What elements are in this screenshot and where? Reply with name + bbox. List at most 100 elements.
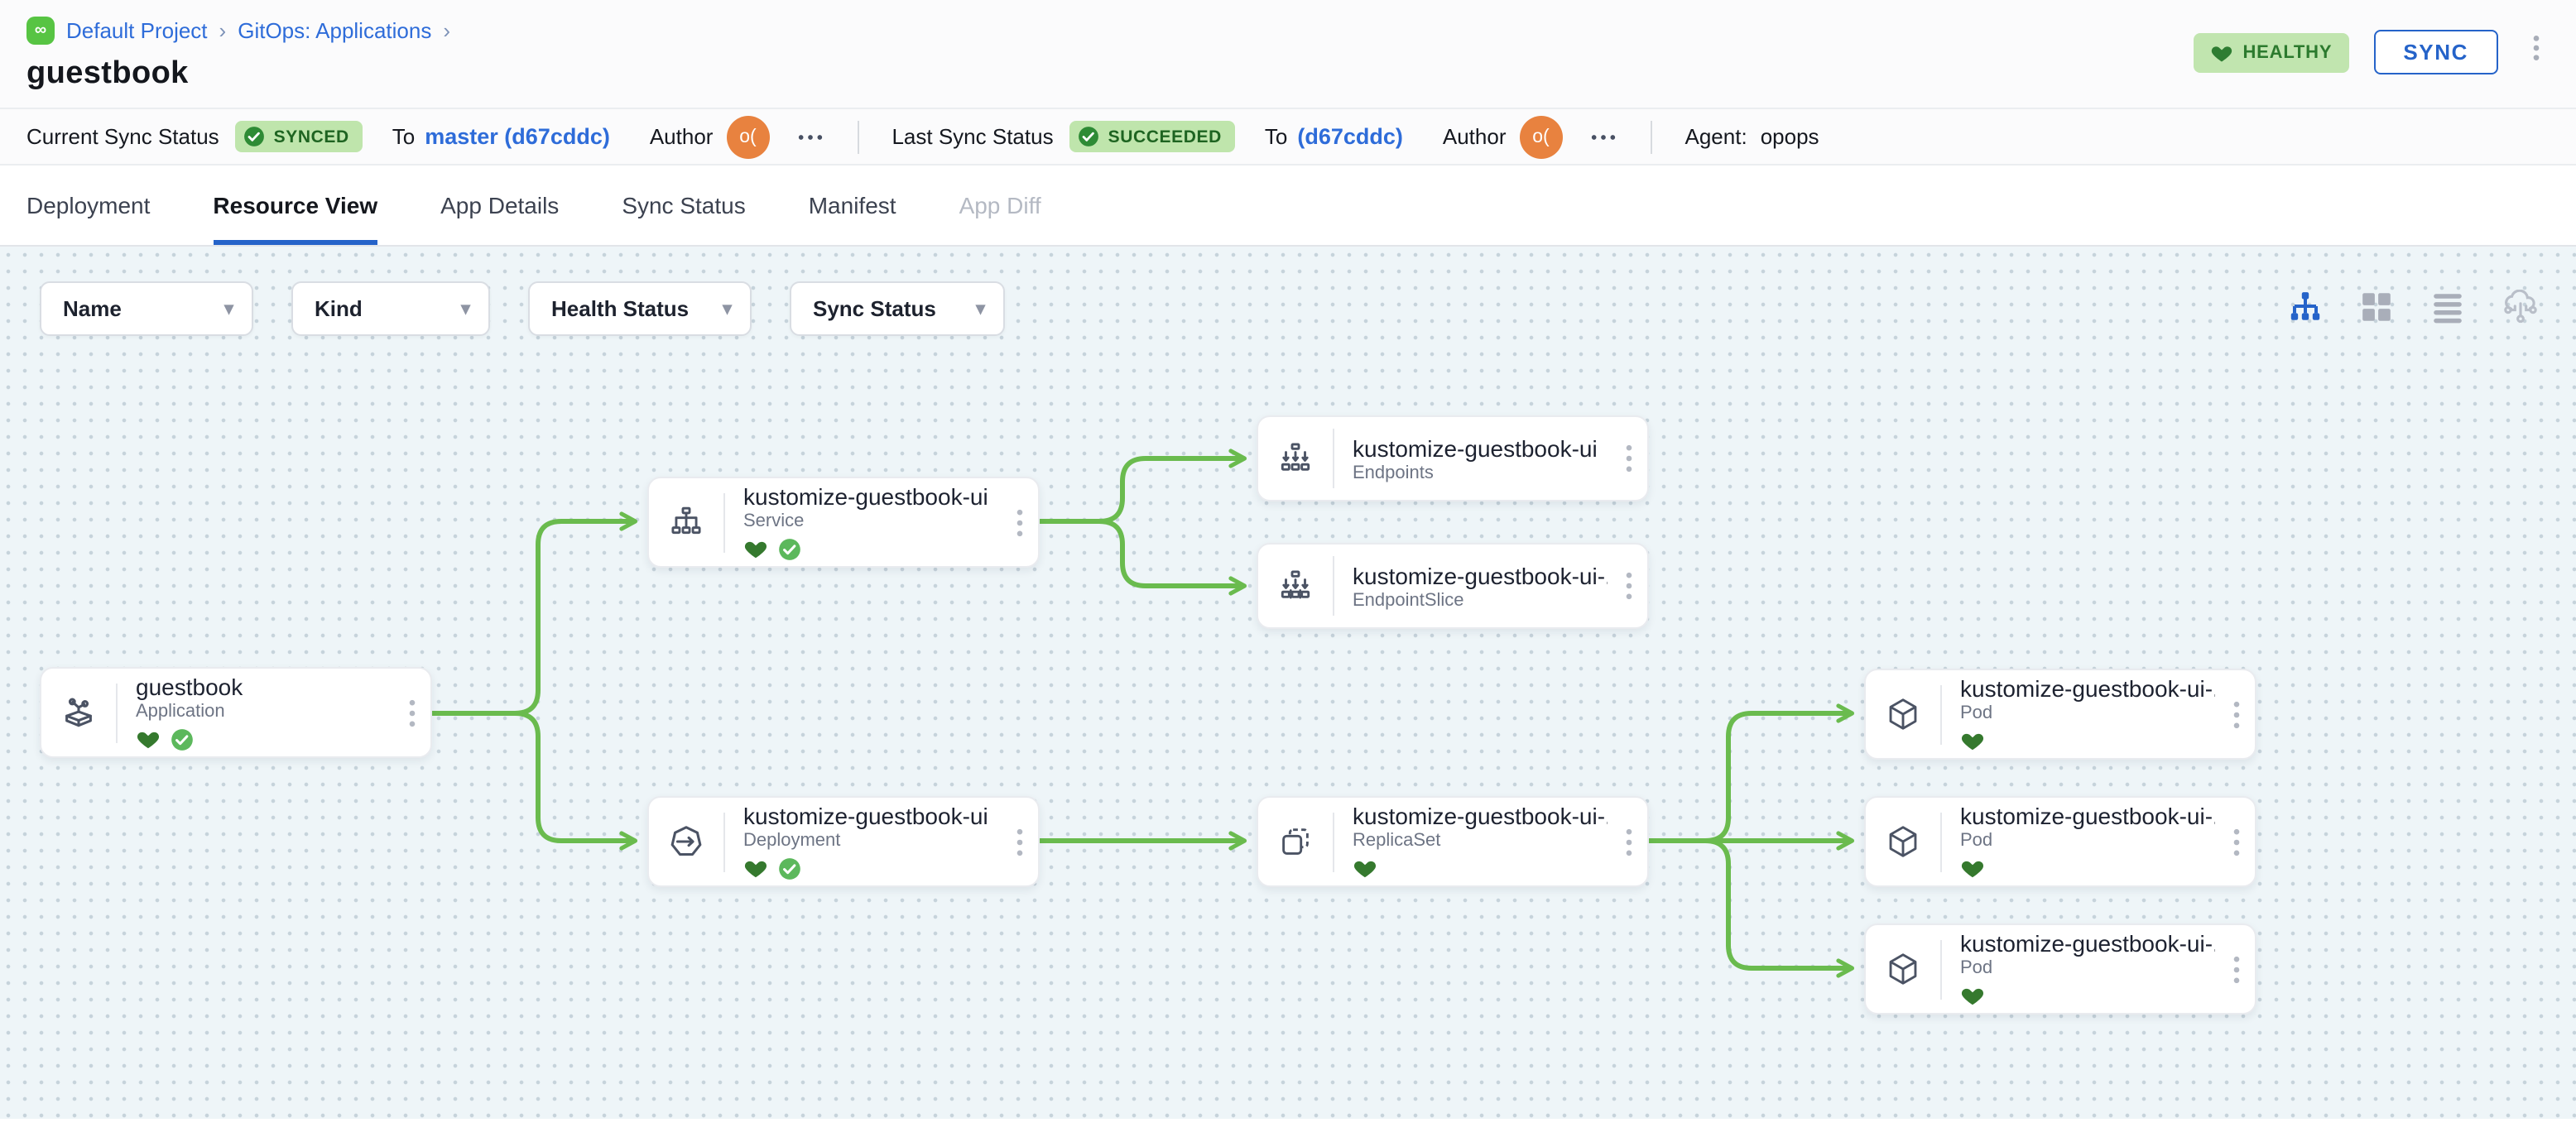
- node-endpoints[interactable]: kustomize-guestbook-ui Endpoints: [1257, 415, 1649, 501]
- cloud-view-icon[interactable]: [2502, 290, 2540, 324]
- healthy-heart-icon: [744, 541, 767, 559]
- node-kebab-icon[interactable]: [394, 694, 430, 731]
- healthy-heart-icon: [1961, 988, 1984, 1005]
- node-status-icons: [1960, 856, 2215, 880]
- node-status-icons: [743, 536, 998, 561]
- filter-kind[interactable]: Kind ▾: [291, 281, 490, 336]
- node-body: kustomize-guestbook-ui Service: [725, 483, 1002, 561]
- check-circle-icon: [244, 127, 265, 146]
- node-endpointslice[interactable]: kustomize-guestbook-ui-... EndpointSlice: [1257, 543, 1649, 629]
- node-replicaset[interactable]: kustomize-guestbook-ui-... ReplicaSet: [1257, 796, 1649, 887]
- node-kebab-icon[interactable]: [2218, 951, 2255, 987]
- node-kebab-icon[interactable]: [1611, 568, 1647, 604]
- node-body: kustomize-guestbook-ui-... Pod: [1942, 675, 2218, 753]
- health-status-badge: HEALTHY: [2193, 32, 2349, 72]
- node-title: kustomize-guestbook-ui-...: [1960, 803, 2215, 829]
- node-kebab-icon[interactable]: [1002, 504, 1038, 540]
- tab-manifest[interactable]: Manifest: [808, 192, 896, 218]
- breadcrumb: ∞ Default Project › GitOps: Applications…: [26, 17, 450, 45]
- node-kind: ReplicaSet: [1353, 831, 1441, 851]
- author-label: Author: [1442, 124, 1507, 149]
- header-kebab-icon[interactable]: [2523, 31, 2550, 73]
- header-left: ∞ Default Project › GitOps: Applications…: [26, 17, 450, 93]
- view-mode-toggles: [2288, 290, 2540, 324]
- node-kind: Pod: [1960, 958, 1993, 978]
- node-body: kustomize-guestbook-ui-... Pod: [1942, 803, 2218, 880]
- tab-deployment[interactable]: Deployment: [26, 192, 151, 218]
- more-options-icon[interactable]: [1589, 127, 1617, 146]
- node-application-guestbook[interactable]: guestbook Application: [40, 667, 432, 758]
- node-status-icons: [1960, 983, 2215, 1008]
- filter-bar: Name ▾ Kind ▾ Health Status ▾ Sync Statu…: [40, 281, 1005, 336]
- filter-health-status-label: Health Status: [551, 296, 690, 321]
- filter-sync-status-label: Sync Status: [813, 296, 936, 321]
- breadcrumb-section-link[interactable]: GitOps: Applications: [238, 18, 432, 43]
- node-kebab-icon[interactable]: [1611, 440, 1647, 477]
- header-actions: HEALTHY SYNC: [2193, 30, 2550, 74]
- more-options-icon[interactable]: [795, 127, 824, 146]
- synced-badge: SYNCED: [235, 121, 363, 152]
- tab-sync-status[interactable]: Sync Status: [622, 192, 746, 218]
- author-avatar: o(: [726, 115, 770, 158]
- author-avatar: o(: [1519, 115, 1563, 158]
- synced-check-icon: [171, 728, 193, 750]
- node-title: kustomize-guestbook-ui-...: [1960, 930, 2215, 957]
- chevron-down-icon: ▾: [722, 300, 732, 319]
- node-kebab-icon[interactable]: [2218, 696, 2255, 732]
- filter-name[interactable]: Name ▾: [40, 281, 253, 336]
- filter-sync-status[interactable]: Sync Status ▾: [790, 281, 1005, 336]
- endpoints-icon: [1258, 439, 1333, 477]
- chevron-down-icon: ▾: [223, 300, 233, 319]
- resource-tree-canvas: Name ▾ Kind ▾ Health Status ▾ Sync Statu…: [0, 247, 2576, 1119]
- filter-health-status[interactable]: Health Status ▾: [528, 281, 752, 336]
- node-kebab-icon[interactable]: [2218, 823, 2255, 860]
- breadcrumb-project-link[interactable]: Default Project: [66, 18, 208, 43]
- node-kebab-icon[interactable]: [1002, 823, 1038, 860]
- node-status-icons: [136, 727, 391, 751]
- list-view-icon[interactable]: [2430, 290, 2465, 324]
- node-deployment[interactable]: kustomize-guestbook-ui Deployment: [647, 796, 1040, 887]
- current-sync-target-link[interactable]: master (d67cddc): [425, 124, 610, 149]
- heart-icon: [2211, 46, 2232, 61]
- pod-icon: [1866, 695, 1940, 733]
- tab-app-diff: App Diff: [959, 192, 1041, 218]
- divider: [1940, 812, 1942, 871]
- node-pod-3[interactable]: kustomize-guestbook-ui-... Pod: [1864, 924, 2256, 1015]
- sync-button[interactable]: SYNC: [2373, 30, 2498, 74]
- synced-badge-label: SYNCED: [273, 127, 349, 146]
- filter-kind-label: Kind: [315, 296, 363, 321]
- node-title: kustomize-guestbook-ui: [743, 803, 988, 829]
- node-body: kustomize-guestbook-ui-... Pod: [1942, 930, 2218, 1008]
- node-service[interactable]: kustomize-guestbook-ui Service: [647, 477, 1040, 568]
- synced-check-icon: [779, 538, 800, 559]
- node-status-icons: [1353, 856, 1608, 880]
- node-title: kustomize-guestbook-ui: [743, 483, 988, 510]
- check-circle-icon: [1079, 127, 1099, 146]
- breadcrumb-separator: ›: [219, 18, 227, 43]
- healthy-heart-icon: [1961, 733, 1984, 751]
- node-pod-1[interactable]: kustomize-guestbook-ui-... Pod: [1864, 669, 2256, 760]
- divider: [1940, 684, 1942, 744]
- node-body: kustomize-guestbook-ui-... EndpointSlice: [1334, 562, 1611, 610]
- endpointslice-icon: [1258, 567, 1333, 605]
- node-kebab-icon[interactable]: [1611, 823, 1647, 860]
- current-sync-status-label: Current Sync Status: [26, 124, 219, 149]
- tab-resource-view[interactable]: Resource View: [213, 166, 378, 245]
- to-label: To: [392, 124, 416, 149]
- tab-app-details[interactable]: App Details: [440, 192, 560, 218]
- node-body: kustomize-guestbook-ui Endpoints: [1334, 434, 1611, 482]
- pod-icon: [1866, 950, 1940, 988]
- node-pod-2[interactable]: kustomize-guestbook-ui-... Pod: [1864, 796, 2256, 887]
- page-title: guestbook: [26, 56, 189, 91]
- divider: [1333, 812, 1334, 871]
- sync-status-bar: Current Sync Status SYNCED To master (d6…: [0, 108, 2576, 164]
- divider: [1333, 556, 1334, 616]
- divider: [723, 812, 725, 871]
- grid-view-icon[interactable]: [2359, 290, 2394, 324]
- last-sync-target-link[interactable]: (d67cddc): [1297, 124, 1403, 149]
- tree-view-icon[interactable]: [2288, 290, 2323, 324]
- node-kind: Deployment: [743, 831, 841, 851]
- to-label: To: [1264, 124, 1288, 149]
- node-status-icons: [743, 856, 998, 880]
- node-title: kustomize-guestbook-ui: [1353, 434, 1598, 461]
